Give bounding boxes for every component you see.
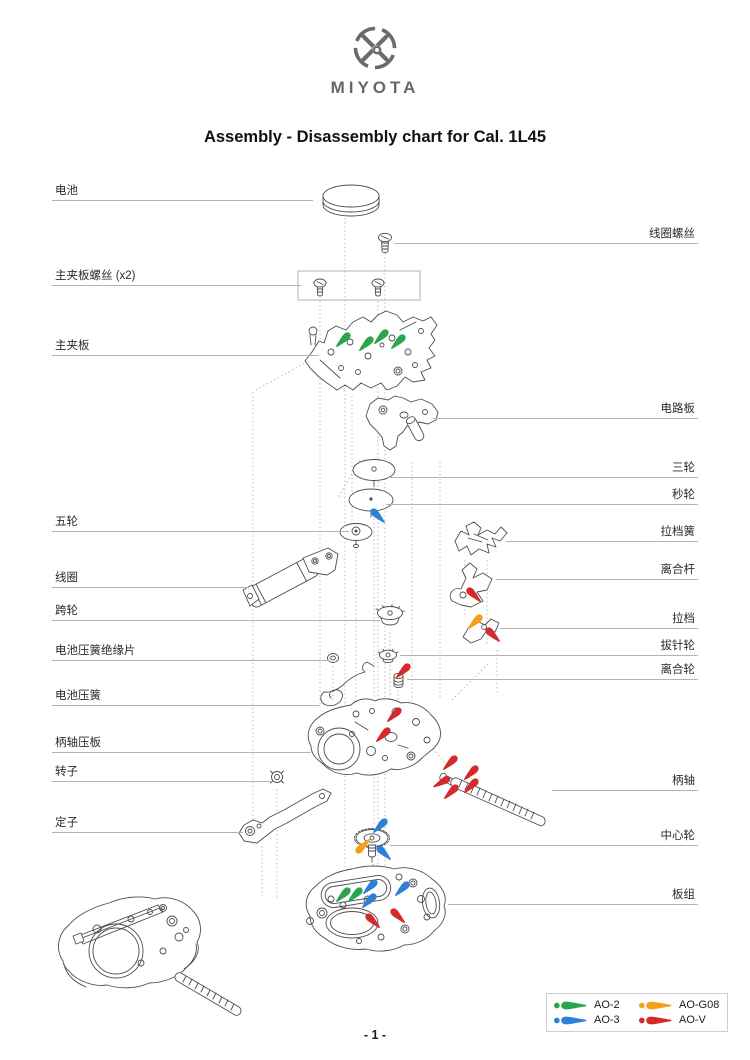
battery-drawing	[322, 184, 380, 217]
legend-item-aog08: AO-G08	[638, 999, 721, 1011]
battery-spring-insulator-label: 电池压簧绝缘片	[52, 644, 329, 661]
stem-drawing	[439, 772, 546, 827]
rotor-label: 转子	[52, 765, 272, 782]
page-title: Assembly - Disassembly chart for Cal. 1L…	[203, 128, 547, 146]
alignment-dotted-lines	[252, 218, 498, 900]
miyota-logo-icon	[353, 26, 397, 70]
circuit-board-label: 电路板	[433, 402, 698, 419]
main-plate-label: 主夹板	[52, 339, 319, 356]
stem-label: 柄轴	[552, 774, 698, 791]
main-plate-screws-drawing	[297, 270, 421, 301]
coil-screw-label: 线圈螺丝	[394, 227, 698, 244]
third-wheel-label: 三轮	[388, 461, 698, 478]
miyota-logo: MIYOTA	[0, 24, 750, 98]
oil-arrow-red-icon	[638, 1016, 672, 1024]
coil-label: 线圈	[52, 571, 249, 588]
stem-plate-label: 柄轴压板	[52, 736, 311, 753]
battery-spring-label: 电池压簧	[52, 689, 320, 706]
oil-arrow-blue-icon	[553, 1016, 587, 1024]
assembled-movement-drawing	[58, 896, 242, 1016]
stator-label: 定子	[52, 816, 243, 833]
battery-label: 电池	[52, 184, 313, 201]
legend-item-ao2: AO-2	[553, 999, 636, 1011]
setting-lever-label: 拉档	[500, 612, 698, 629]
legend-label: AO-V	[679, 1014, 706, 1026]
battery-spring-drawing	[320, 661, 375, 707]
center-wheel-label: 中心轮	[390, 829, 698, 846]
coil-drawing	[242, 547, 339, 608]
clutch-wheel-drawing	[393, 672, 404, 689]
legend-item-ao3: AO-3	[553, 1014, 636, 1026]
legend-label: AO-2	[594, 999, 620, 1011]
legend-label: AO-G08	[679, 999, 720, 1011]
clutch-wheel-label: 离合轮	[407, 663, 698, 680]
setting-wheel-drawing	[377, 648, 399, 664]
coil-screw-drawing	[378, 232, 392, 254]
battery-spring-insulator-drawing	[327, 653, 339, 663]
page-number: - 1 -	[363, 1028, 387, 1042]
oil-arrow-orange-icon	[638, 1001, 672, 1009]
plate-assembly-label: 板组	[448, 888, 698, 905]
setting-lever-spring-label: 拉档簧	[506, 525, 698, 542]
oil-legend: AO-2 AO-G08 AO-3 AO-V	[546, 993, 728, 1032]
fifth-wheel-label: 五轮	[52, 515, 349, 532]
setting-wheel-label: 拔针轮	[400, 639, 698, 656]
intermediate-wheel-label: 跨轮	[52, 604, 380, 621]
third-wheel-drawing	[352, 459, 396, 487]
main-plate-drawing	[304, 310, 438, 391]
main-plate-screws-label: 主夹板螺丝 (x2)	[52, 269, 301, 286]
stator-drawing	[238, 788, 332, 844]
setting-lever-spring-drawing	[454, 521, 508, 556]
brand-text: MIYOTA	[330, 78, 420, 97]
stem-plate-assembly-drawing	[307, 698, 442, 776]
legend-item-aov: AO-V	[638, 1014, 721, 1026]
clutch-lever-label: 离合杆	[496, 563, 698, 580]
oil-arrow-green-icon	[553, 1001, 587, 1009]
legend-label: AO-3	[594, 1014, 620, 1026]
rotor-drawing	[270, 770, 284, 784]
circuit-board-drawing	[365, 395, 439, 451]
intermediate-wheel-drawing	[375, 604, 405, 626]
plate-assembly-drawing	[305, 865, 446, 952]
fifth-wheel-drawing	[339, 523, 373, 548]
clutch-lever-drawing	[449, 562, 493, 608]
second-wheel-label: 秒轮	[386, 488, 698, 505]
